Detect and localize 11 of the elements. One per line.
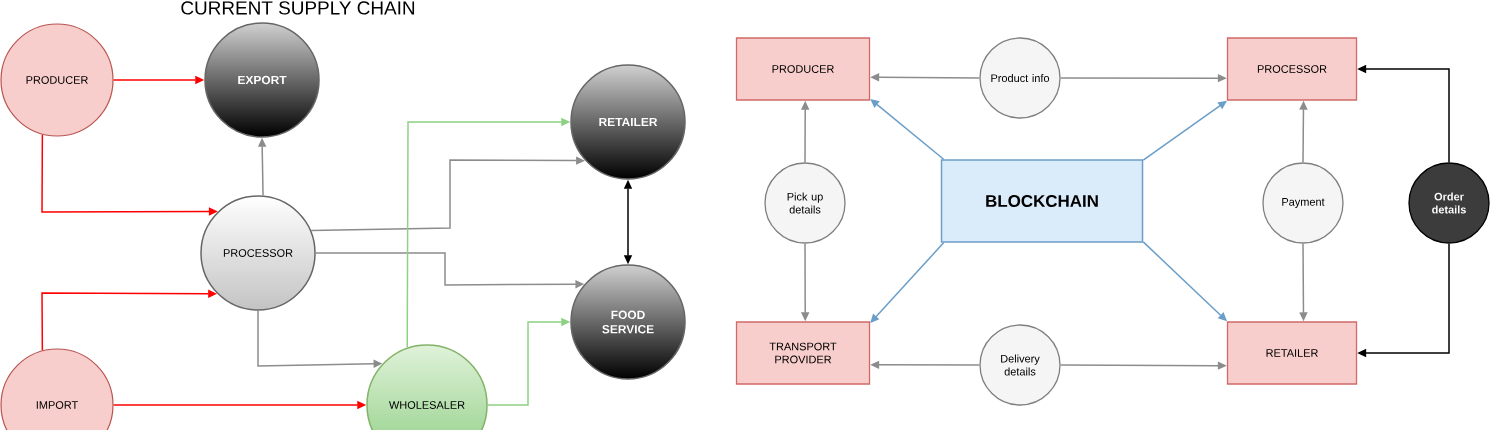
circle-node: EXPORT (204, 22, 320, 138)
process-box: TRANSPORT PROVIDER (735, 321, 871, 385)
process-box: PROCESSOR (1226, 37, 1358, 101)
process-box: PRODUCER (735, 37, 871, 101)
circle-node: FOOD SERVICE (570, 264, 686, 380)
circle-node: RETAILER (570, 64, 686, 180)
process-box: RETAILER (1226, 321, 1358, 385)
circle-node: PROCESSOR (200, 195, 316, 311)
circle-node: PRODUCER (0, 23, 114, 137)
title: CURRENT SUPPLY CHAIN (181, 1, 415, 15)
center-box: BLOCKCHAIN (940, 159, 1144, 243)
